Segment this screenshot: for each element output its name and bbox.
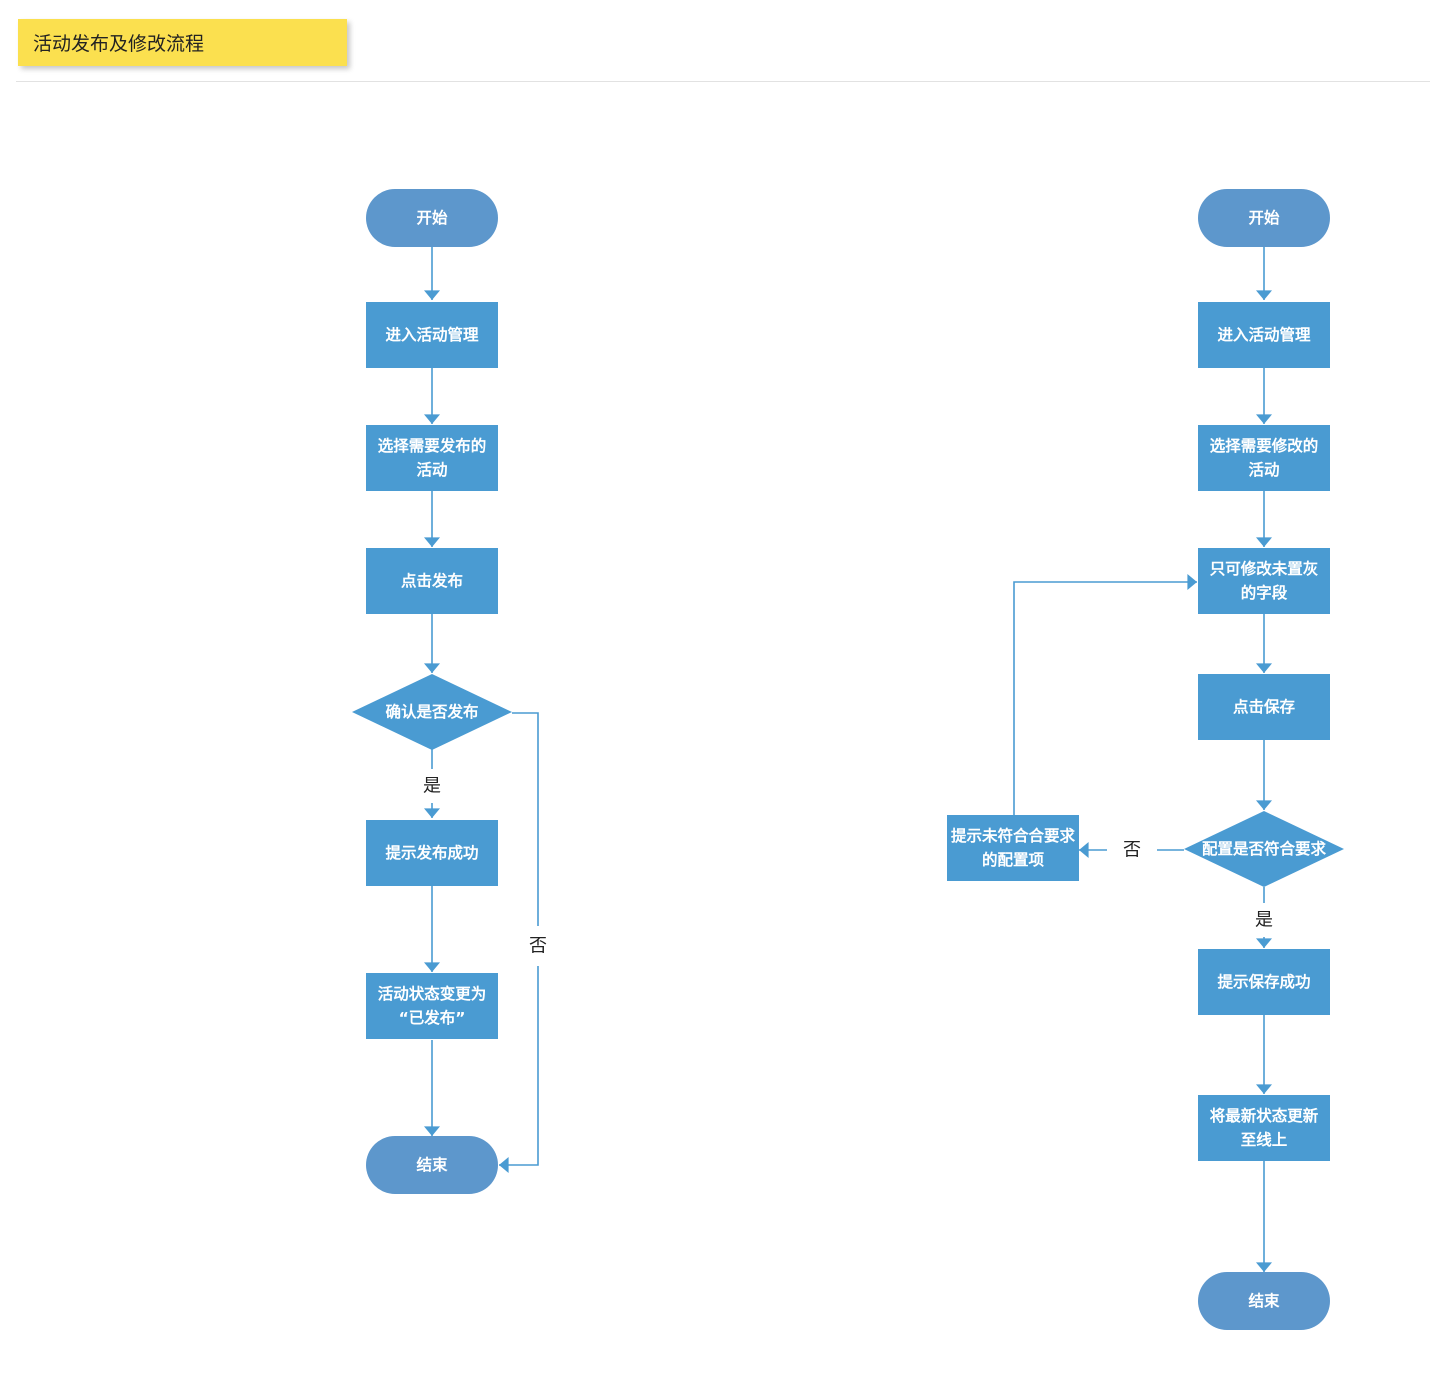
- node-publish-select-text-0: 选择需要发布的: [378, 436, 487, 455]
- edge-edit-prompt-editable: [1013, 581, 1197, 816]
- node-publish-end-text-0: 结束: [415, 1155, 448, 1174]
- node-edit-end-text-0: 结束: [1247, 1291, 1280, 1310]
- label-edit-no: 否: [1123, 840, 1141, 861]
- node-publish-start: [366, 189, 498, 247]
- label-bg-edit-yes: [1249, 903, 1279, 937]
- node-edit-select-text-1: 活动: [1248, 460, 1279, 479]
- node-edit-start: [1198, 189, 1330, 247]
- edge-publish-decision-no-arrowhead: [499, 1157, 509, 1173]
- page-title-tag: 活动发布及修改流程: [18, 19, 347, 66]
- node-publish-success: [366, 820, 498, 886]
- edge-publish-click-decision-arrowhead: [424, 663, 440, 673]
- node-publish-success-text-0: 提示发布成功: [385, 843, 478, 862]
- edge-edit-prompt-editable-arrowhead: [1187, 574, 1197, 590]
- node-edit-save-text-0: 点击保存: [1233, 697, 1296, 716]
- edge-edit-editable-save-arrowhead: [1256, 663, 1272, 673]
- node-edit-prompt-invalid-text-0: 提示未符合合要求: [951, 826, 1076, 845]
- node-publish-status-text-1: “已发布”: [399, 1008, 466, 1027]
- node-edit-start-text-0: 开始: [1248, 208, 1280, 227]
- node-edit-enter-text-0: 进入活动管理: [1217, 325, 1311, 344]
- node-edit-end: [1198, 1272, 1330, 1330]
- node-edit-decision-text-0: 配置是否符合要求: [1202, 839, 1327, 858]
- node-edit-success: [1198, 949, 1330, 1015]
- edge-publish-enter-select-arrowhead: [424, 414, 440, 424]
- node-edit-update-text-1: 至线上: [1241, 1130, 1288, 1149]
- node-publish-click-text-0: 点击发布: [401, 571, 463, 590]
- node-edit-enter: [1198, 302, 1330, 368]
- label-edit-yes: 是: [1255, 910, 1273, 931]
- node-edit-select-text-0: 选择需要修改的: [1210, 436, 1319, 455]
- label-bg-publish-yes: [417, 769, 447, 803]
- node-edit-update: [1198, 1095, 1330, 1161]
- edge-publish-select-click-arrowhead: [424, 537, 440, 547]
- node-publish-select: [366, 425, 498, 491]
- edge-edit-start-enter-arrowhead: [1256, 290, 1272, 300]
- node-edit-update-text-0: 将最新状态更新: [1210, 1106, 1319, 1125]
- edge-publish-start-enter-arrowhead: [424, 290, 440, 300]
- edge-edit-enter-select-arrowhead: [1256, 414, 1272, 424]
- label-bg-edit-no: [1107, 835, 1157, 865]
- node-publish-status-text-0: 活动状态变更为: [378, 984, 487, 1003]
- label-bg-publish-no: [523, 926, 553, 966]
- node-edit-editable-text-0: 只可修改未置灰: [1210, 559, 1319, 578]
- node-publish-status: [366, 973, 498, 1039]
- edge-edit-decision-no-arrowhead: [1079, 842, 1089, 858]
- edge-publish-success-status-arrowhead: [424, 962, 440, 972]
- edge-publish-status-end-arrowhead: [424, 1126, 440, 1136]
- page-title: 活动发布及修改流程: [33, 33, 205, 55]
- node-edit-save: [1198, 674, 1330, 740]
- header-divider: [16, 81, 1430, 82]
- node-publish-click: [366, 548, 498, 614]
- edge-edit-save-decision-arrowhead: [1256, 800, 1272, 810]
- label-publish-yes: 是: [423, 776, 441, 797]
- node-publish-enter-text-0: 进入活动管理: [385, 325, 479, 344]
- edge-edit-update-end-arrowhead: [1256, 1262, 1272, 1272]
- node-edit-editable: [1198, 548, 1330, 614]
- node-edit-prompt-invalid: [947, 815, 1079, 881]
- node-edit-editable-text-1: 的字段: [1241, 583, 1288, 602]
- node-edit-prompt-invalid-text-1: 的配置项: [982, 850, 1045, 869]
- node-edit-success-text-0: 提示保存成功: [1217, 972, 1310, 991]
- node-publish-enter: [366, 302, 498, 368]
- node-publish-decision: [352, 674, 512, 750]
- edge-edit-select-editable-arrowhead: [1256, 537, 1272, 547]
- node-publish-select-text-1: 活动: [416, 460, 447, 479]
- node-publish-start-text-0: 开始: [416, 208, 448, 227]
- node-edit-decision: [1184, 811, 1344, 887]
- node-publish-decision-text-0: 确认是否发布: [385, 702, 478, 721]
- edge-edit-success-update-arrowhead: [1256, 1084, 1272, 1094]
- edge-edit-decision-success-arrowhead: [1256, 938, 1272, 948]
- label-publish-no: 否: [529, 936, 547, 957]
- node-edit-select: [1198, 425, 1330, 491]
- node-publish-end: [366, 1136, 498, 1194]
- edge-publish-decision-success-arrowhead: [424, 808, 440, 818]
